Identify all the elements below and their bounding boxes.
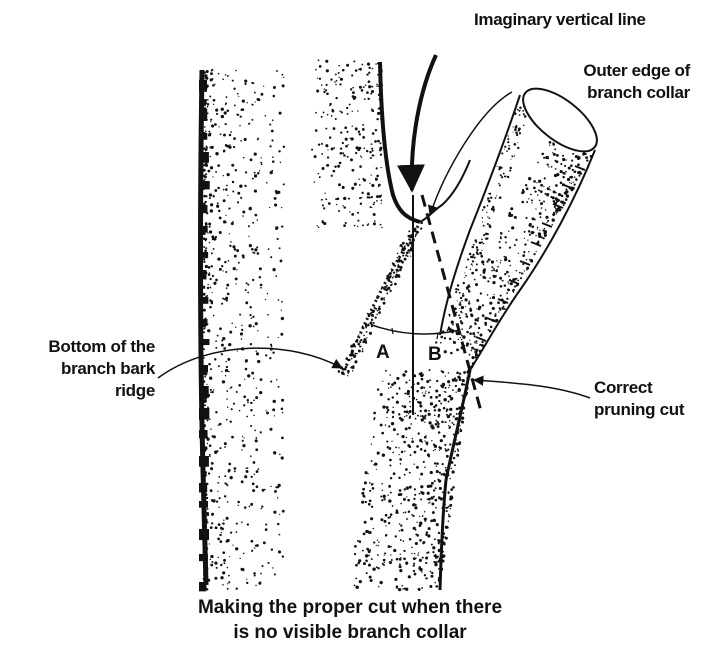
angle-label-b: B <box>428 344 442 366</box>
label-pruning-cut-line-1: Correct <box>594 377 684 399</box>
label-bark-ridge: Bottom of the branch bark ridge <box>5 336 155 402</box>
angle-arc <box>372 325 460 334</box>
angle-label-a: A <box>376 342 390 364</box>
pruning-cut-leader <box>474 380 590 398</box>
label-bark-ridge-line-1: Bottom of the <box>5 336 155 358</box>
bark-stipple <box>202 60 592 592</box>
correct-pruning-cut <box>422 195 482 415</box>
caption-line-2: is no visible branch collar <box>100 620 600 645</box>
vertical-line-leader <box>412 55 436 190</box>
label-outer-edge-line-1: Outer edge of <box>500 60 690 82</box>
label-pruning-cut-line-2: pruning cut <box>594 399 684 421</box>
label-imaginary-vertical-line: Imaginary vertical line <box>474 9 646 31</box>
label-bark-ridge-line-3: ridge <box>5 380 155 402</box>
label-outer-edge-collar: Outer edge of branch collar <box>500 60 690 104</box>
label-outer-edge-line-2: branch collar <box>500 82 690 104</box>
label-bark-ridge-line-2: branch bark <box>5 358 155 380</box>
crotch-right-edge <box>420 160 470 222</box>
bark-ridge-leader <box>158 348 342 378</box>
figure-caption: Making the proper cut when there is no v… <box>100 595 600 645</box>
caption-line-1: Making the proper cut when there <box>100 595 600 620</box>
label-pruning-cut: Correct pruning cut <box>594 377 684 421</box>
